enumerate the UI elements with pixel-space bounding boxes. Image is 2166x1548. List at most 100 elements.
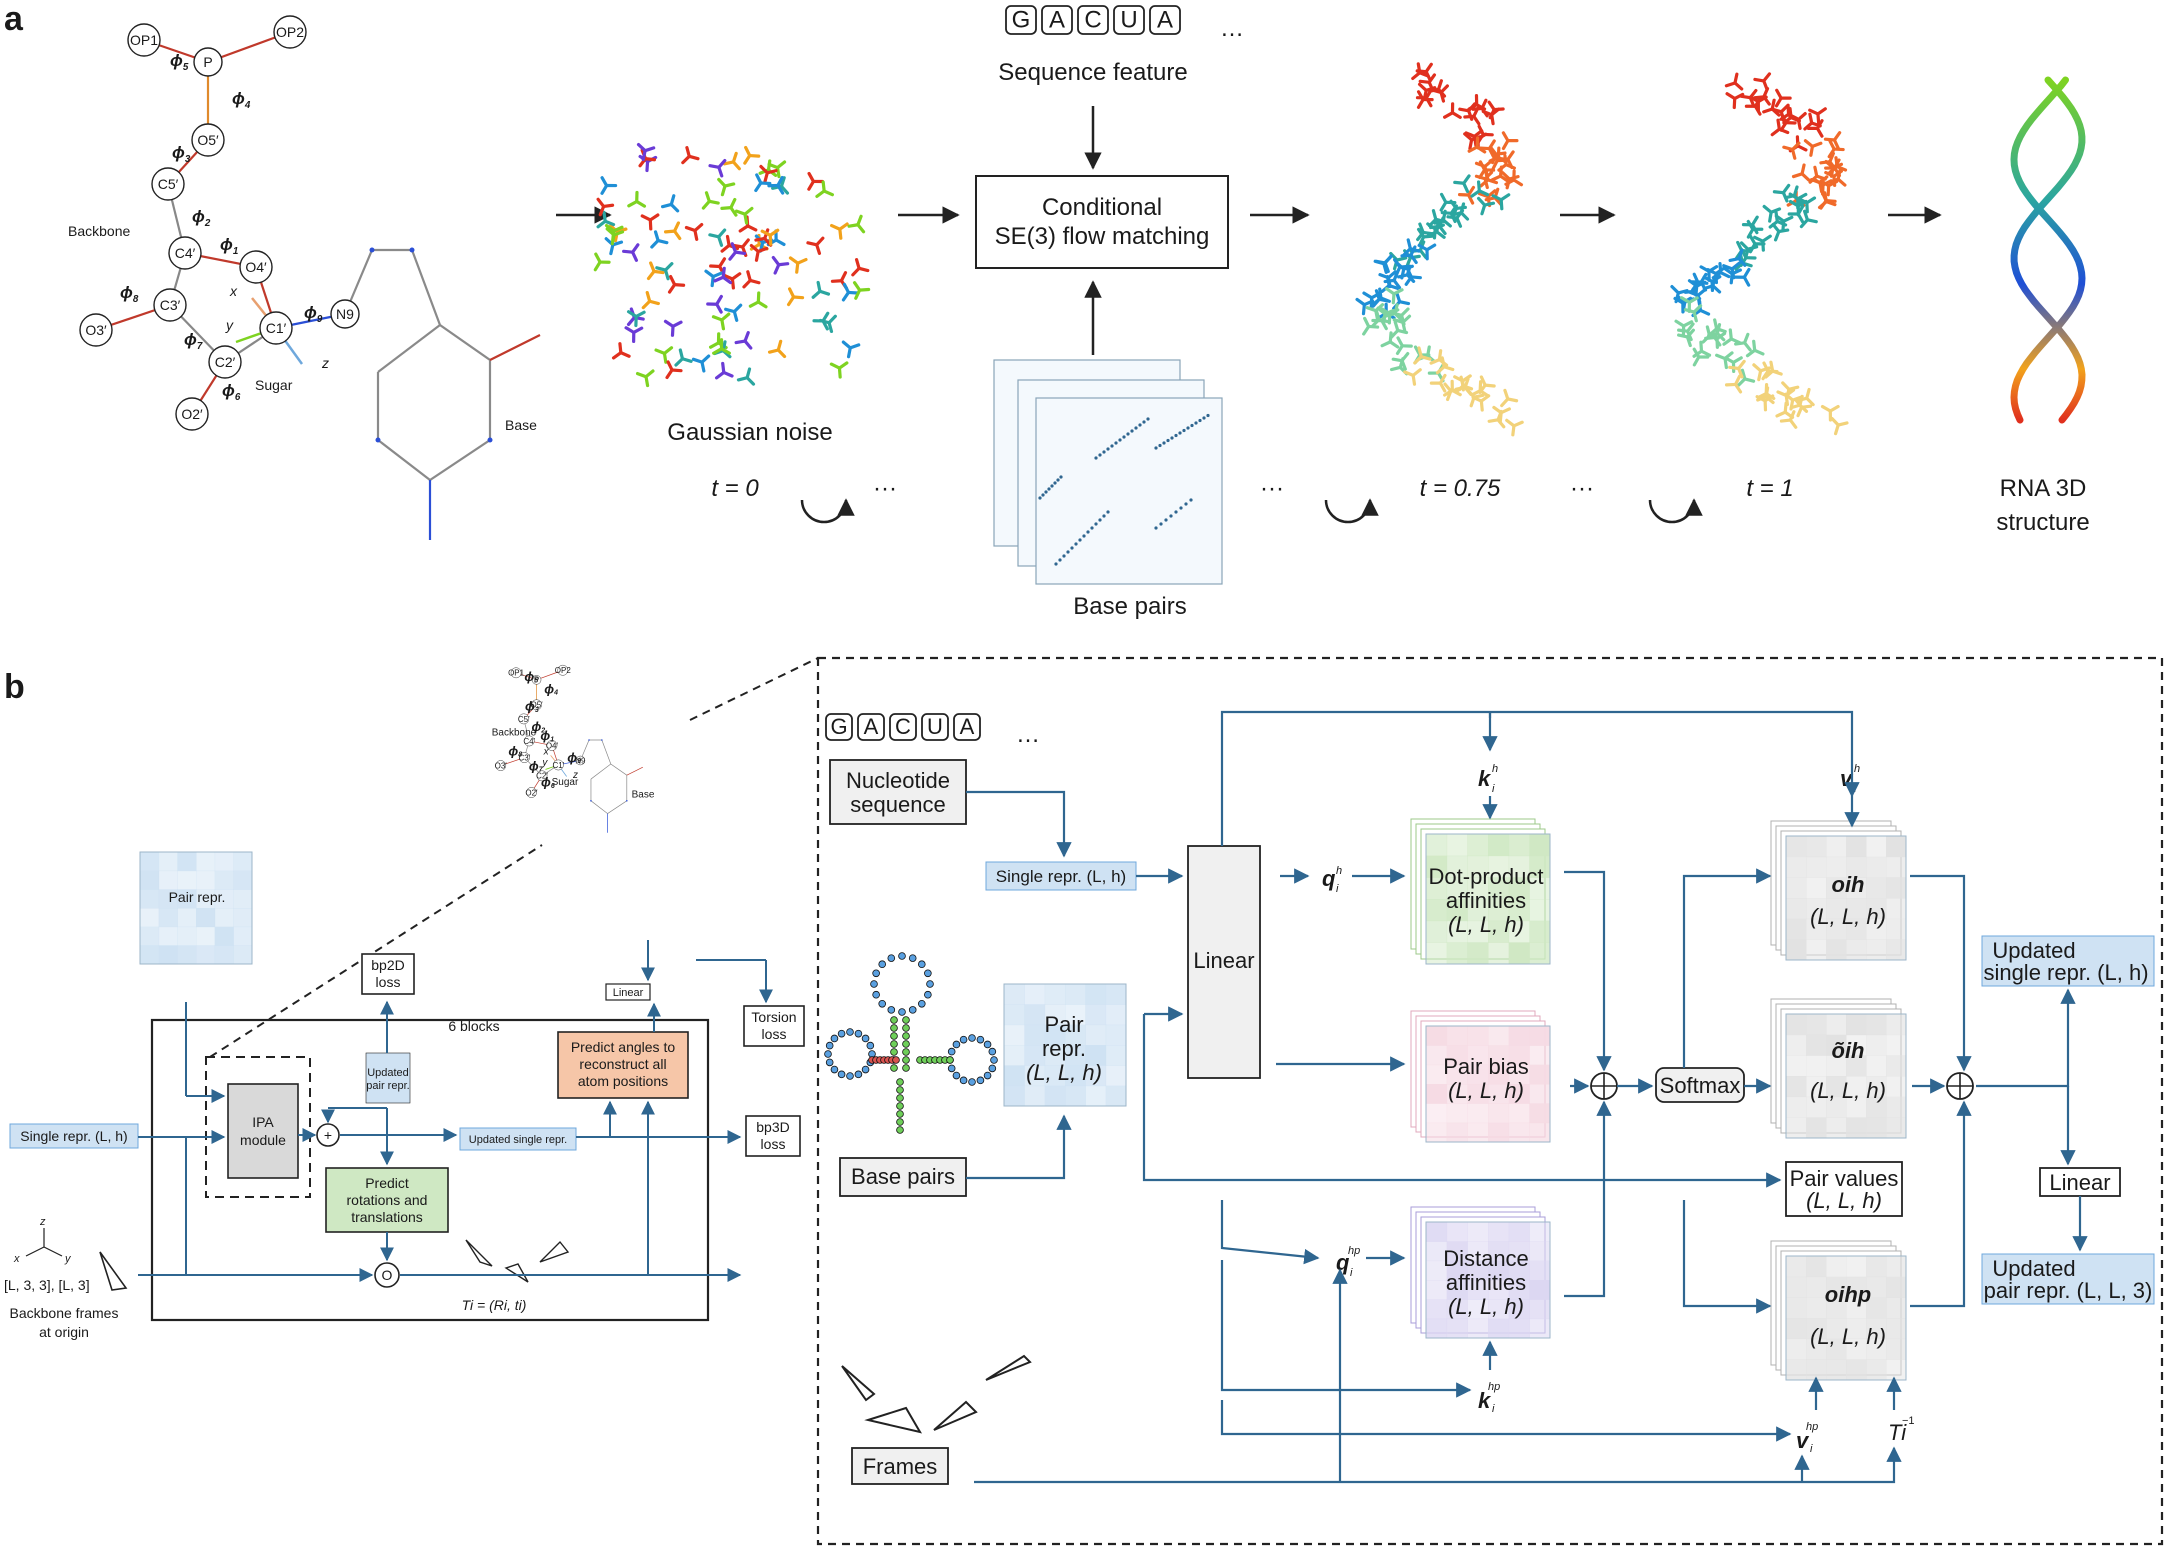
- frame-tripod: [738, 224, 750, 233]
- distance-affinity-cell: [1426, 1260, 1448, 1281]
- frame-tripod: [1438, 381, 1447, 393]
- svg-text:k: k: [1478, 1388, 1492, 1413]
- frame-triangle-d3: [933, 1400, 978, 1431]
- svg-text:hp: hp: [1488, 1381, 1500, 1393]
- o2-output-cell: [1806, 1014, 1827, 1036]
- frame-tripod: [1484, 196, 1497, 202]
- pair-repr-detail-cell: [1044, 984, 1066, 1005]
- stem-dot: [896, 1126, 904, 1134]
- frame-tripod: [728, 250, 738, 261]
- pair-repr-cell: [233, 870, 253, 890]
- frame-tripod: [838, 222, 849, 231]
- sequence-letter: A: [960, 714, 975, 739]
- pair-repr-cell: [177, 945, 197, 965]
- stem-dot: [902, 1064, 910, 1072]
- frame-tripod: [649, 261, 656, 273]
- pair-bias-cell: [1508, 1026, 1530, 1046]
- o1-output-cell: [1826, 877, 1847, 899]
- updated-pair-line2: pair repr. (L, L, 3): [1984, 1278, 2153, 1303]
- pair-dot: [1142, 420, 1146, 424]
- frame-tripod: [776, 175, 784, 188]
- frame-tripod: [1757, 369, 1763, 382]
- frame-tripod: [1435, 365, 1446, 375]
- frame-tripod: [1800, 172, 1811, 182]
- pair-bias-cell: [1529, 1103, 1551, 1124]
- pair-repr-detail-cell: [1004, 1024, 1025, 1046]
- o2-output-cell: [1826, 1055, 1847, 1077]
- gaussian-noise-frames: [593, 142, 871, 388]
- atom-label: C5′: [518, 715, 530, 724]
- pair-bias-cell: [1467, 1122, 1489, 1143]
- pair-repr-cell: [196, 908, 216, 928]
- distance-affinity-cell: [1488, 1299, 1510, 1320]
- base-ring-bond: [590, 763, 612, 780]
- frame-tripod: [1781, 191, 1789, 203]
- pair-repr-cell: [177, 926, 197, 946]
- shape-label: [L, 3, 3], [L, 3]: [4, 1277, 90, 1293]
- frame-tripod: [1395, 344, 1404, 356]
- o2-output-cell: [1846, 1096, 1867, 1118]
- o1-output-cell: [1786, 836, 1807, 858]
- frame-tripod: [604, 223, 616, 233]
- o1-output-cell: [1866, 898, 1887, 920]
- nucleotide-dot: [908, 954, 917, 962]
- linear-label: Linear: [1193, 948, 1254, 973]
- frame-tripod: [1775, 219, 1788, 227]
- pair-bias-cell: [1529, 1026, 1551, 1046]
- updated-single-small: [459, 1127, 577, 1151]
- frame-triangle-d2: [864, 1406, 923, 1434]
- o1-output-cell: [1786, 918, 1807, 940]
- torsion-label: ϕ1: [220, 235, 238, 257]
- o3-output-cell: [1866, 1359, 1887, 1381]
- distance-affinity-cell: [1488, 1280, 1510, 1300]
- pair-repr-cell: [177, 889, 197, 909]
- nucleotide-dot: [837, 1029, 846, 1038]
- frame-tripod: [1771, 107, 1783, 114]
- frame-tripod: [846, 346, 852, 359]
- single-repr-detail-box: [985, 861, 1137, 891]
- base-carbonyl: [626, 766, 643, 776]
- atom-circle: [510, 667, 522, 679]
- frame-tripod: [1417, 243, 1429, 252]
- stem-dot: [890, 1024, 898, 1032]
- frame-tripod: [663, 262, 674, 272]
- distance-affinity-cell: [1508, 1299, 1530, 1320]
- bp2d-line2: loss: [376, 974, 401, 990]
- frame-tripod: [1384, 287, 1396, 296]
- updated-pair-small-line1: Updated: [367, 1067, 409, 1079]
- svg-text:i: i: [1336, 883, 1339, 895]
- o1-output-cell: [1806, 939, 1827, 961]
- pair-repr-cell: [158, 908, 178, 928]
- atom-label: N9: [575, 756, 586, 765]
- frame-tripod: [1699, 265, 1711, 273]
- frame-tripod: [662, 346, 674, 355]
- sequence-letter-box: [857, 713, 885, 741]
- pair-bias-cell: [1508, 1122, 1530, 1143]
- pair-repr-detail-cell: [1065, 1065, 1086, 1087]
- atom-circle: [168, 236, 202, 270]
- stem-dot: [896, 1110, 904, 1118]
- six-blocks-frame: [150, 1018, 710, 1322]
- pair-repr-detail-cell: [1044, 1065, 1066, 1087]
- o2-output-cell: [1806, 1117, 1827, 1139]
- pair-bias-cell: [1529, 1122, 1551, 1143]
- frame-tripod: [1817, 200, 1829, 210]
- frame-tripod: [1416, 97, 1425, 109]
- pair-dot: [1198, 418, 1202, 423]
- frame-tripod: [1715, 353, 1727, 361]
- pair-repr-cell: [140, 889, 160, 909]
- nucleotide-dot: [968, 1078, 976, 1086]
- frame-tripod: [1736, 377, 1747, 387]
- o2-output-cell: [1826, 1117, 1847, 1139]
- nucleotide-dot: [825, 1041, 834, 1050]
- o1-output-cell: [1786, 939, 1807, 961]
- atom-label: OP2: [555, 666, 572, 675]
- nucleotide-dot: [887, 954, 896, 962]
- dot-affinity-cell: [1467, 899, 1489, 922]
- frame-tripod: [1503, 154, 1508, 167]
- pair-repr-cell: [177, 852, 197, 872]
- frame-tripod: [1673, 296, 1685, 305]
- base-nitrogen: [590, 800, 592, 802]
- o3-output-cell: [1786, 1297, 1807, 1319]
- o2-output-cell: [1846, 1014, 1867, 1036]
